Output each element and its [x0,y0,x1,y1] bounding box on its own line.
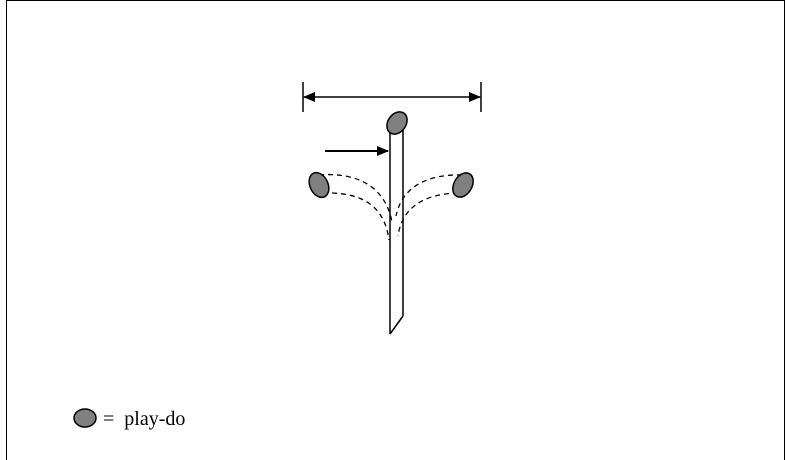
left-deflection-lower [322,192,390,241]
play-do-left-blob [308,171,330,199]
flexible-rod [389,127,404,335]
width-dimension-line [302,82,482,112]
deflection-paths [318,173,463,241]
play-do-blob-icon [73,408,97,428]
right-deflection-upper [395,174,463,217]
rod-slanted-tip [389,315,404,335]
play-do-top-blob [386,111,408,135]
play-do-right-blob [452,172,474,198]
left-deflection-upper [318,173,393,223]
right-deflection-lower [397,192,459,237]
diagram-frame [6,0,785,460]
legend-label: = play-do [103,408,186,430]
